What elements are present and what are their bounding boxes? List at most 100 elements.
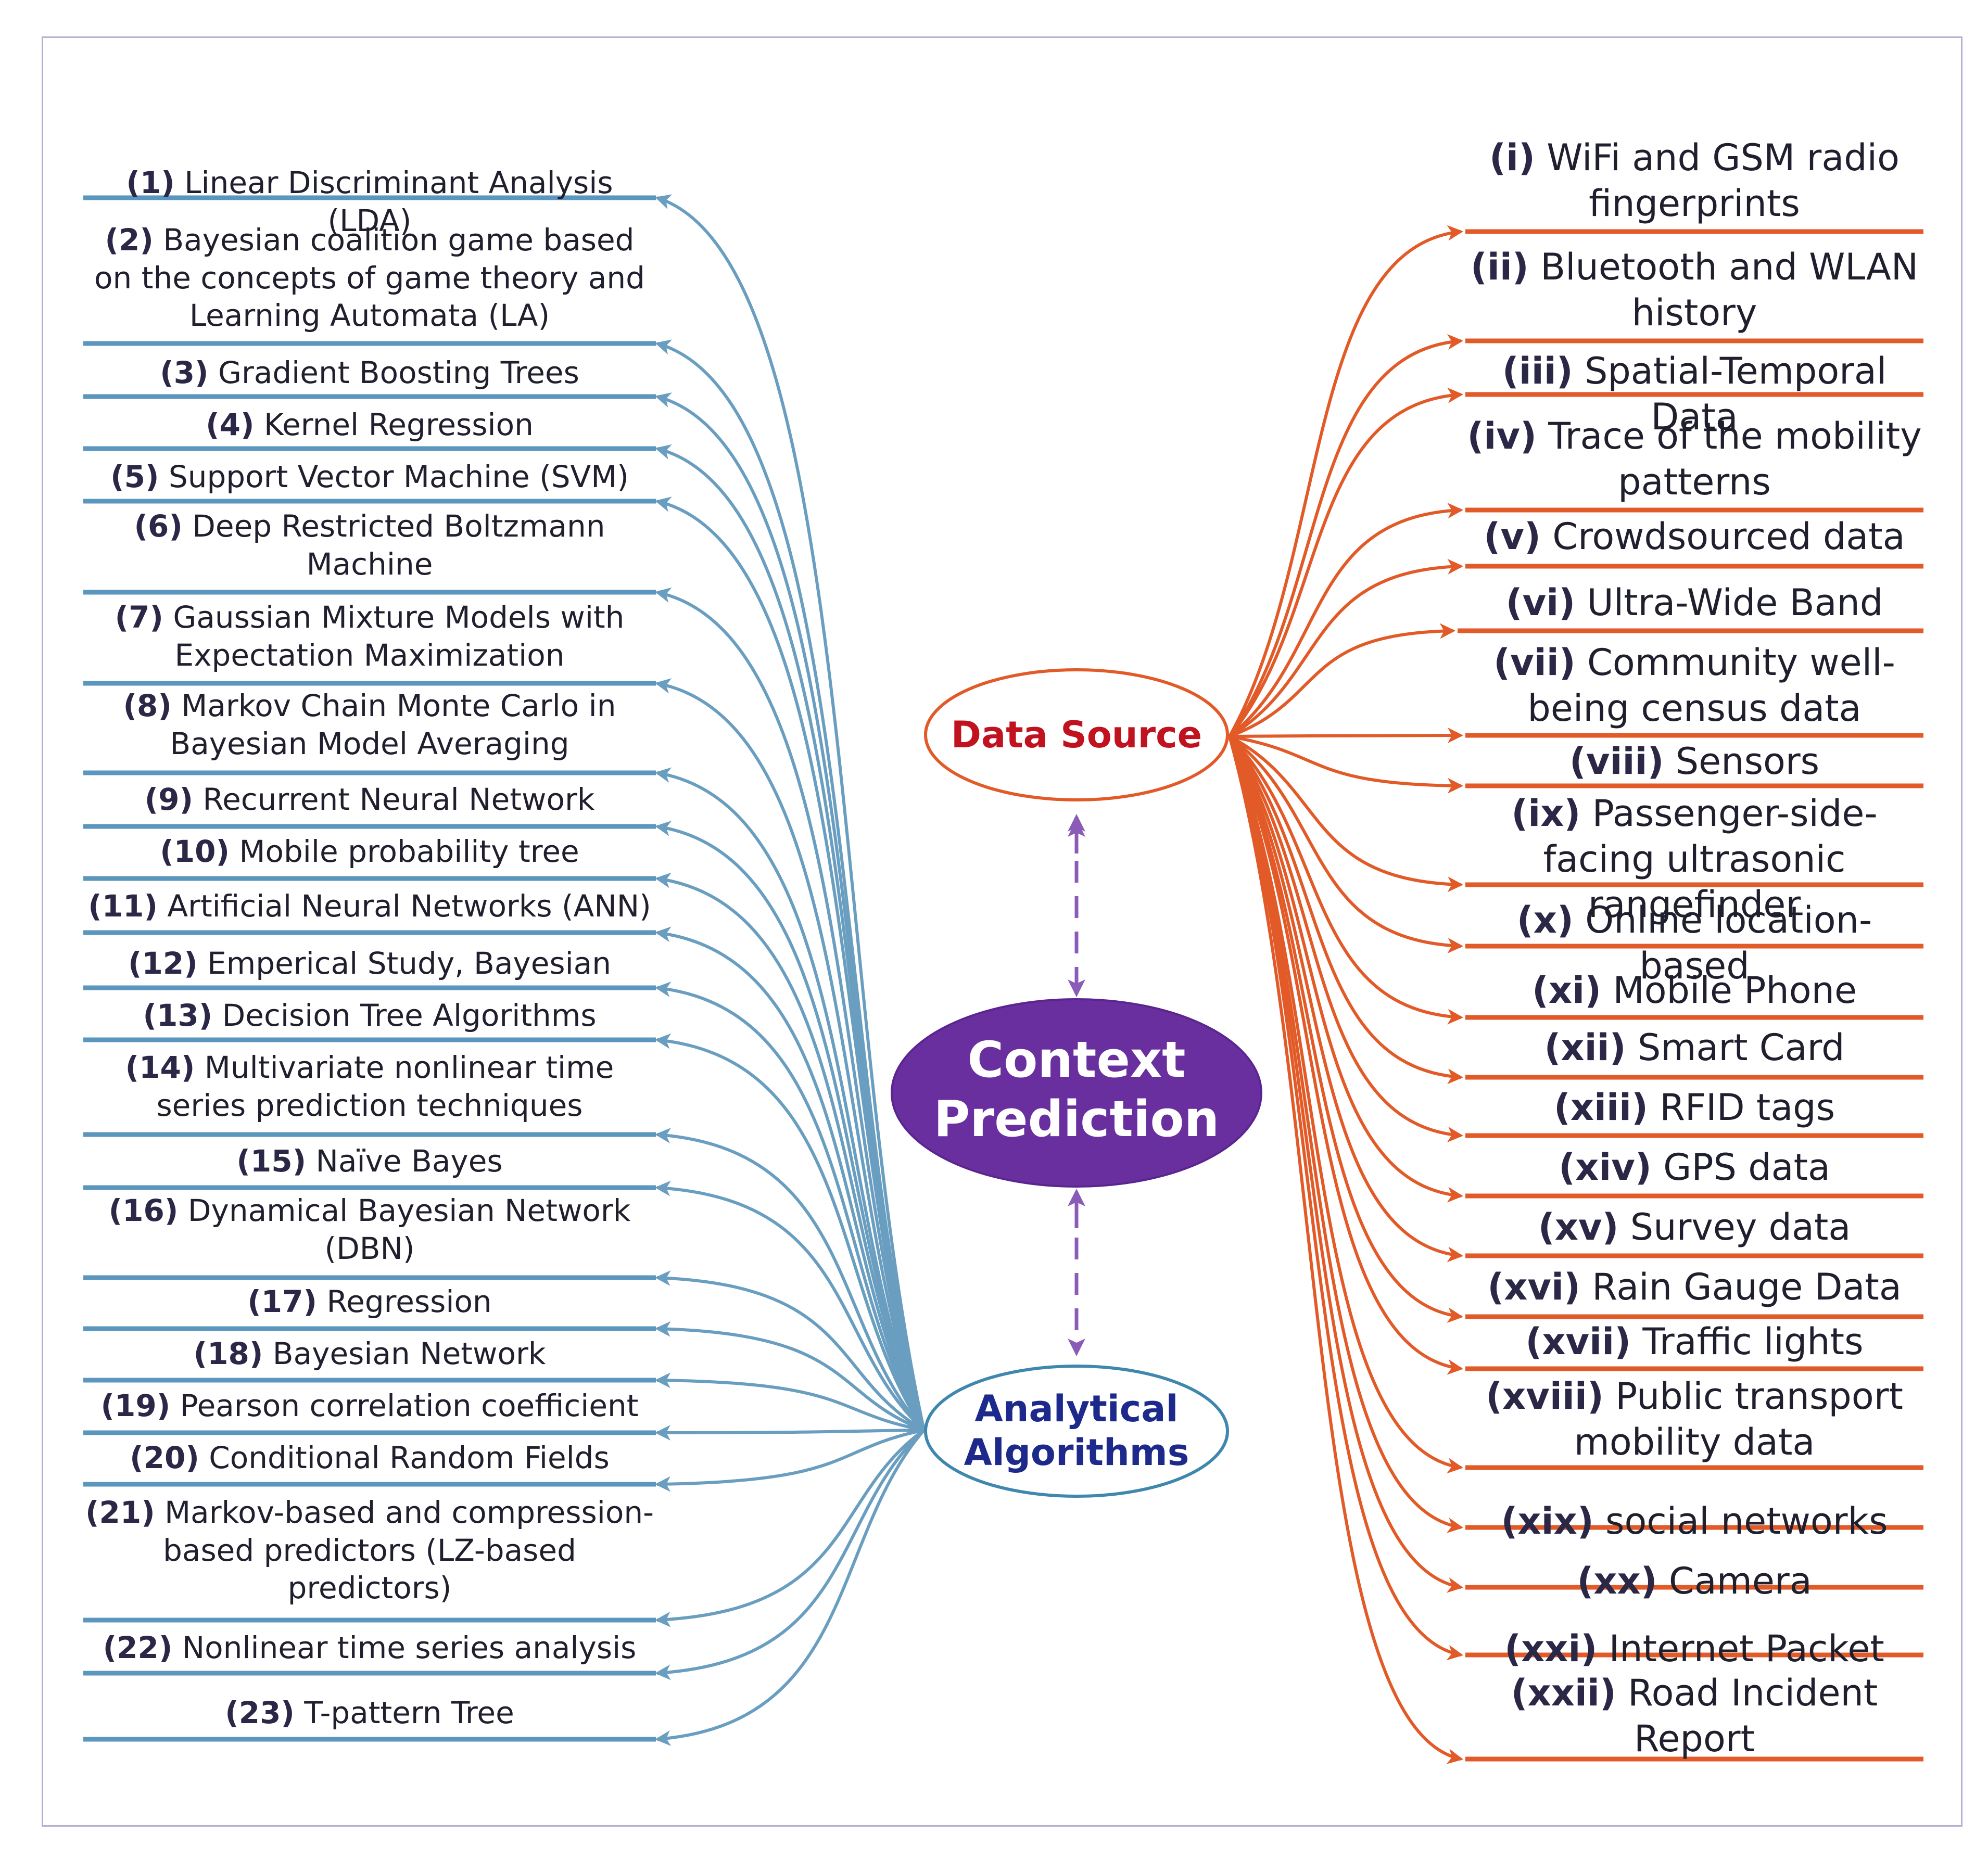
data-source-item: (xxi) Internet Packet: [1465, 1626, 1923, 1672]
data-source-connector: [1229, 623, 1455, 738]
data-source-number: (vii): [1493, 641, 1576, 684]
algorithm-number: (21): [85, 1495, 155, 1530]
data-source-number: (xi): [1531, 969, 1602, 1012]
data-source-item: (xiv) GPS data: [1465, 1145, 1923, 1191]
data-source-connector: [1228, 735, 1463, 1203]
algorithm-connector: [655, 444, 926, 1431]
data-source-item: (xx) Camera: [1465, 1559, 1923, 1604]
algorithm-connector: [655, 1033, 926, 1431]
data-source-item: (xvi) Rain Gauge Data: [1465, 1265, 1923, 1310]
algorithm-connector: [655, 767, 926, 1431]
data-source-text: Mobile Phone: [1601, 969, 1857, 1012]
algorithm-number: (23): [225, 1695, 295, 1730]
algorithm-item: (2) Bayesian coalition game based on the…: [83, 221, 656, 335]
algorithm-connector: [655, 678, 926, 1431]
data-source-item: (xiii) RFID tags: [1465, 1085, 1923, 1131]
algorithm-number: (19): [100, 1388, 171, 1423]
algorithm-item: (22) Nonlinear time series analysis: [83, 1629, 656, 1667]
algorithm-item: (11) Artificial Neural Networks (ANN): [83, 887, 656, 925]
algorithm-number: (17): [247, 1284, 318, 1319]
algorithm-text: Recurrent Neural Network: [193, 782, 595, 817]
algorithm-number: (20): [130, 1440, 199, 1475]
data-source-number: (xxii): [1511, 1672, 1616, 1714]
data-source-number: (ii): [1470, 246, 1529, 288]
analytical-algorithms-label: Analytical Algorithms: [964, 1387, 1189, 1474]
data-source-item: (v) Crowdsourced data: [1465, 514, 1923, 560]
algorithm-item: (14) Multivariate nonlinear time series …: [83, 1049, 656, 1124]
algorithm-item: (9) Recurrent Neural Network: [83, 781, 656, 819]
algorithm-number: (5): [110, 459, 159, 494]
data-source-connector: [1229, 735, 1463, 893]
data-source-number: (xiv): [1559, 1146, 1652, 1189]
algorithm-connector: [655, 926, 926, 1431]
algorithm-number: (10): [160, 834, 230, 869]
algorithm-text: Decision Tree Algorithms: [212, 998, 597, 1033]
algorithm-text: Support Vector Machine (SVM): [159, 459, 629, 494]
data-source-text: Survey data: [1618, 1206, 1851, 1249]
data-source-number: (i): [1489, 136, 1536, 179]
data-source-number: (v): [1484, 515, 1541, 558]
algorithm-connector: [655, 1128, 926, 1432]
algorithm-connector: [655, 1429, 926, 1746]
data-source-text: social networks: [1593, 1500, 1888, 1543]
data-source-node[interactable]: [924, 668, 1229, 801]
algorithm-connector: [655, 1429, 926, 1680]
context-prediction-label: Context Prediction: [933, 1031, 1220, 1148]
data-source-connector: [1228, 736, 1463, 1661]
algorithm-connector: [655, 1270, 925, 1432]
algorithm-connector: [655, 1429, 925, 1492]
algorithm-text: Regression: [317, 1284, 492, 1319]
data-source-text: Camera: [1657, 1560, 1812, 1602]
data-source-item: (xv) Survey data: [1465, 1205, 1923, 1251]
algorithm-item: (6) Deep Restricted Boltzmann Machine: [83, 507, 656, 583]
algorithm-text: Artificial Neural Networks (ANN): [157, 888, 651, 924]
data-source-number: (xvii): [1525, 1320, 1631, 1363]
algorithm-connector: [655, 821, 926, 1431]
data-source-text: GPS data: [1651, 1146, 1830, 1189]
data-source-item: (iii) Spatial-Temporal Data: [1465, 349, 1923, 440]
data-source-connector: [1229, 503, 1463, 738]
data-source-connector: [1228, 735, 1463, 1085]
data-source-text: Online location-based: [1573, 899, 1872, 987]
algorithm-connector: [655, 587, 926, 1431]
algorithm-item: (8) Markov Chain Monte Carlo in Bayesian…: [83, 687, 656, 762]
algorithm-number: (9): [144, 782, 193, 817]
algorithm-number: (13): [143, 998, 213, 1033]
data-source-item: (xi) Mobile Phone: [1465, 968, 1923, 1014]
context-prediction-node[interactable]: [891, 998, 1262, 1188]
data-source-number: (xx): [1577, 1560, 1657, 1602]
algorithm-text: Pearson correlation coefficient: [170, 1388, 639, 1423]
data-source-item: (xxii) Road Incident Report: [1465, 1671, 1923, 1762]
algorithm-text: Bayesian Network: [263, 1336, 546, 1371]
algorithm-number: (14): [125, 1050, 195, 1085]
algorithm-item: (3) Gradient Boosting Trees: [83, 354, 656, 392]
data-source-connector: [1228, 736, 1463, 1593]
data-source-text: Traffic lights: [1631, 1320, 1864, 1363]
algorithm-number: (2): [105, 222, 154, 258]
data-source-number: (xiii): [1553, 1086, 1648, 1129]
analytical-algorithms-node[interactable]: [924, 1365, 1229, 1498]
algorithm-number: (4): [206, 407, 255, 442]
data-source-connector: [1228, 735, 1463, 1474]
data-source-number: (xii): [1544, 1026, 1626, 1069]
data-source-text: Spatial-Temporal Data: [1573, 350, 1887, 438]
data-source-item: (ix) Passenger-side-facing ultrasonic ra…: [1465, 791, 1923, 928]
data-source-connector: [1228, 735, 1463, 1323]
data-source-item: (vii) Community well-being census data: [1465, 640, 1923, 731]
algorithm-number: (15): [236, 1143, 307, 1179]
data-source-item: (viii) Sensors: [1465, 739, 1923, 785]
algorithm-text: Deep Restricted Boltzmann Machine: [182, 508, 605, 582]
algorithm-connector: [655, 872, 926, 1431]
algorithm-connector: [655, 1321, 925, 1432]
data-source-connector: [1228, 736, 1463, 1764]
data-source-number: (x): [1516, 899, 1574, 941]
data-source-item: (xvii) Traffic lights: [1465, 1319, 1923, 1365]
algorithm-item: (10) Mobile probability tree: [83, 833, 656, 871]
algorithm-item: (5) Support Vector Machine (SVM): [83, 458, 656, 496]
algorithm-number: (18): [193, 1336, 263, 1371]
data-source-text: Internet Packet: [1597, 1627, 1884, 1670]
data-source-text: Smart Card: [1626, 1026, 1845, 1069]
algorithm-item: (4) Kernel Regression: [83, 406, 656, 444]
data-source-item: (xviii) Public transport mobility data: [1465, 1374, 1923, 1465]
